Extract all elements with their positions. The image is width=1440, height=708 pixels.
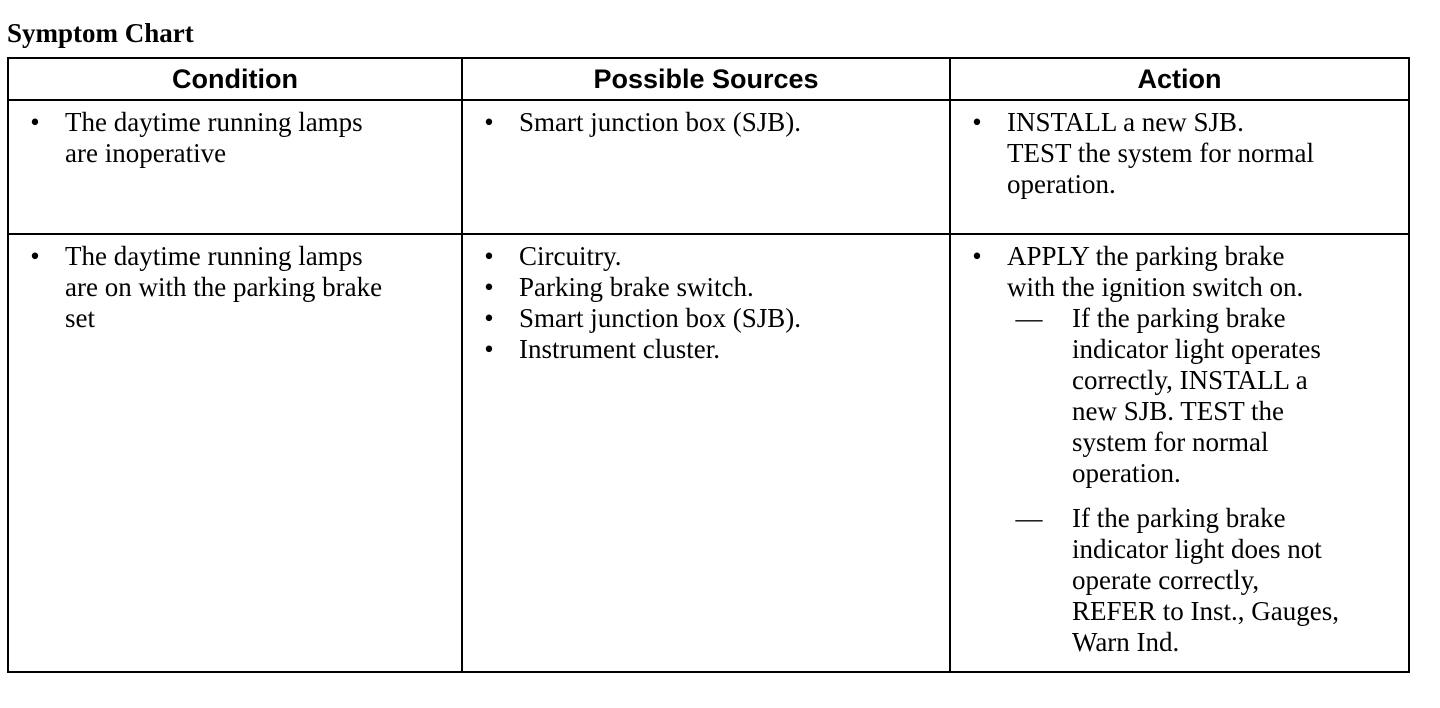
bullet-icon: • bbox=[30, 107, 40, 137]
condition-text: are on with the parking brake bbox=[65, 272, 383, 302]
list-item: • The daytime running lamps are inoperat… bbox=[23, 107, 453, 169]
list-item: — If the parking brake indicator light o… bbox=[1007, 303, 1400, 489]
bullet-icon: • bbox=[484, 303, 494, 333]
bullet-icon: • bbox=[30, 241, 40, 271]
action-subitems: — If the parking brake indicator light o… bbox=[1007, 303, 1400, 658]
list-item: • Circuitry. bbox=[477, 241, 941, 272]
action-text: TEST the system for normal bbox=[1007, 138, 1314, 168]
dash-icon: — bbox=[1015, 503, 1043, 533]
list-item: • Instrument cluster. bbox=[477, 334, 941, 365]
action-subtext: correctly, INSTALL a bbox=[1072, 365, 1308, 395]
condition-text: set bbox=[65, 303, 95, 333]
bullet-icon: • bbox=[484, 107, 494, 137]
action-subtext: If the parking brake bbox=[1072, 503, 1286, 533]
action-subtext: indicator light operates bbox=[1072, 334, 1321, 364]
header-condition: Condition bbox=[7, 57, 463, 101]
action-subtext: Warn Ind. bbox=[1072, 627, 1180, 657]
action-text: APPLY the parking brake bbox=[1007, 241, 1285, 271]
action-subtext: If the parking brake bbox=[1072, 303, 1286, 333]
header-row: Condition Possible Sources Action bbox=[7, 57, 1410, 101]
condition-cell: • The daytime running lamps are on with … bbox=[7, 233, 463, 673]
source-text: Circuitry. bbox=[519, 241, 622, 271]
table-row: • The daytime running lamps are inoperat… bbox=[7, 99, 1410, 235]
action-cell: • INSTALL a new SJB. TEST the system for… bbox=[949, 99, 1410, 235]
source-text: Smart junction box (SJB). bbox=[519, 107, 801, 137]
table-row: • The daytime running lamps are on with … bbox=[7, 233, 1410, 673]
list-item: • INSTALL a new SJB. TEST the system for… bbox=[965, 107, 1400, 200]
action-subtext: indicator light does not bbox=[1072, 534, 1322, 564]
action-subtext: operation. bbox=[1072, 458, 1181, 488]
action-subtext: operate correctly, bbox=[1072, 565, 1260, 595]
list-item: • APPLY the parking brake with the ignit… bbox=[965, 241, 1400, 658]
sources-cell: • Circuitry. • Parking brake switch. • S… bbox=[461, 233, 951, 673]
list-item: • Parking brake switch. bbox=[477, 272, 941, 303]
bullet-icon: • bbox=[484, 272, 494, 302]
chart-title: Symptom Chart bbox=[7, 18, 194, 48]
source-text: Parking brake switch. bbox=[519, 272, 754, 302]
condition-text: The daytime running lamps bbox=[65, 241, 363, 271]
header-possible-sources: Possible Sources bbox=[461, 57, 951, 101]
condition-text: are inoperative bbox=[65, 138, 227, 168]
action-subtext: system for normal bbox=[1072, 427, 1269, 457]
list-item: • Smart junction box (SJB). bbox=[477, 107, 941, 138]
bullet-icon: • bbox=[972, 241, 982, 271]
symptom-table: Condition Possible Sources Action • The … bbox=[7, 57, 1410, 673]
list-item: — If the parking brake indicator light d… bbox=[1007, 503, 1400, 658]
condition-cell: • The daytime running lamps are inoperat… bbox=[7, 99, 463, 235]
action-text: operation. bbox=[1007, 169, 1116, 199]
action-subtext: REFER to Inst., Gauges, bbox=[1072, 596, 1339, 626]
header-action: Action bbox=[949, 57, 1410, 101]
action-text: INSTALL a new SJB. bbox=[1007, 107, 1244, 137]
list-item: • Smart junction box (SJB). bbox=[477, 303, 941, 334]
action-cell: • APPLY the parking brake with the ignit… bbox=[949, 233, 1410, 673]
bullet-icon: • bbox=[972, 107, 982, 137]
condition-text: The daytime running lamps bbox=[65, 107, 363, 137]
bullet-icon: • bbox=[484, 334, 494, 364]
list-item: • The daytime running lamps are on with … bbox=[23, 241, 453, 334]
sources-cell: • Smart junction box (SJB). bbox=[461, 99, 951, 235]
dash-icon: — bbox=[1015, 303, 1043, 333]
source-text: Instrument cluster. bbox=[519, 334, 720, 364]
action-subtext: new SJB. TEST the bbox=[1072, 396, 1285, 426]
bullet-icon: • bbox=[484, 241, 494, 271]
source-text: Smart junction box (SJB). bbox=[519, 303, 801, 333]
action-text: with the ignition switch on. bbox=[1007, 272, 1304, 302]
